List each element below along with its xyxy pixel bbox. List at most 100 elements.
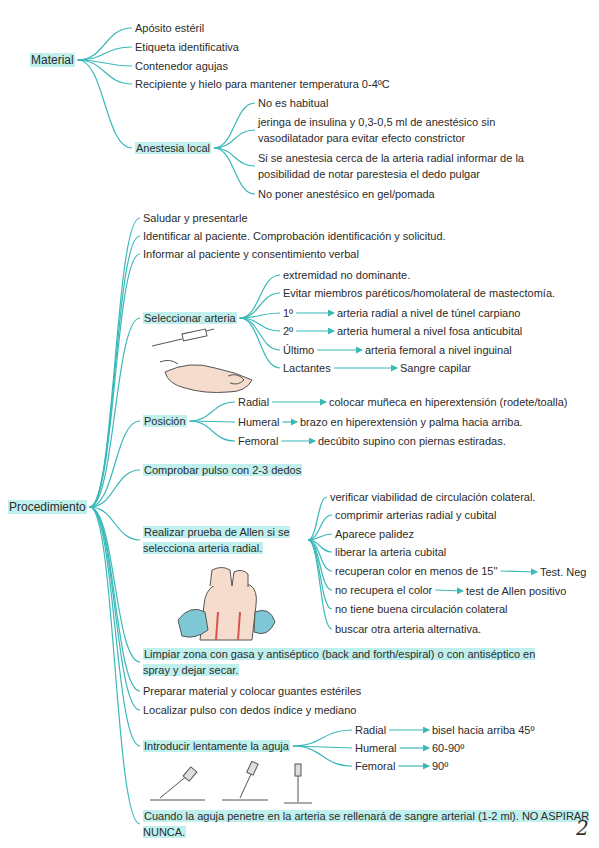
mind-map-item: Comprobar pulso con 2-3 dedos	[143, 462, 302, 478]
mind-map-item: Realizar prueba de Allen si se seleccion…	[143, 524, 305, 556]
item-text: buscar otra arteria alternativa.	[335, 623, 481, 635]
mind-map-item: Evitar miembros paréticos/homolateral de…	[283, 285, 555, 301]
item-text: arteria humeral a nivel fosa anticubital	[337, 325, 522, 337]
item-text: Femoral	[238, 435, 278, 447]
mind-map-item: Apósito estéril	[135, 20, 204, 36]
mind-map-item: Humeral	[355, 740, 397, 756]
item-text: Introducir lentamente la aguja	[143, 740, 290, 752]
item-text: Radial	[355, 724, 386, 736]
mind-map-item: Radial	[355, 722, 386, 738]
syringe-hand-figure	[152, 329, 252, 393]
branch-line	[90, 236, 140, 507]
branch-line	[308, 534, 332, 540]
mind-map-item: Saludar y presentarle	[143, 210, 248, 226]
mind-map-item: Limpiar zona con gasa y antiséptico (bac…	[143, 646, 543, 678]
mind-map-item: Recipiente y hielo para mantener tempera…	[135, 76, 390, 92]
mind-map-item: liberar la arteria cubital	[335, 544, 446, 560]
branch-line	[240, 318, 280, 368]
mind-map-item: colocar muñeca en hiperextensión (rodete…	[329, 394, 567, 410]
item-text: Preparar material y colocar guantes esté…	[143, 685, 361, 697]
item-text: Identificar al paciente. Comprobación id…	[143, 230, 446, 242]
branch-line	[90, 507, 140, 662]
mind-map-item: Introducir lentamente la aguja	[143, 738, 290, 754]
mind-map-item: test de Allen positivo	[466, 583, 566, 599]
mind-map-item: Lactantes	[283, 360, 331, 376]
item-text: liberar la arteria cubital	[335, 546, 446, 558]
mind-map-item: Test. Neg	[540, 564, 586, 580]
arrow-connector	[400, 747, 429, 748]
mind-map-item: extremidad no dominante.	[283, 267, 410, 283]
arrow-connector	[296, 330, 334, 331]
mind-map-item: 2º	[283, 323, 293, 339]
item-text: extremidad no dominante.	[283, 269, 410, 281]
item-text: Aparece palidez	[335, 528, 414, 540]
branch-line	[308, 540, 332, 629]
item-text: Informar al paciente y consentimiento ve…	[143, 248, 359, 260]
item-text: No poner anestésico en gel/pomada	[258, 188, 435, 200]
branch-line	[214, 148, 255, 166]
item-text: jeringa de insulina y 0,3-0,5 ml de anes…	[258, 116, 495, 144]
branch-line	[90, 318, 140, 507]
arrow-connector	[435, 590, 463, 591]
item-text: no recupera el color	[335, 584, 432, 596]
mind-map-item: Preparar material y colocar guantes esté…	[143, 683, 361, 699]
arrow-connector	[334, 367, 397, 368]
mind-map-item: Etiqueta identificativa	[135, 39, 239, 55]
arrow-connector	[296, 312, 334, 313]
branch-line	[90, 507, 140, 710]
item-text: Femoral	[355, 760, 395, 772]
item-text: Apósito estéril	[135, 22, 204, 34]
branch-line	[214, 103, 255, 148]
mind-map-item: Seleccionar arteria	[143, 310, 237, 326]
branch-line	[190, 402, 235, 421]
item-text: Si se anestesia cerca de la arteria radi…	[258, 152, 524, 180]
mind-map-item: Si se anestesia cerca de la arteria radi…	[258, 150, 563, 182]
item-text: Sangre capilar	[400, 362, 471, 374]
item-text: 60-90º	[432, 742, 464, 754]
mind-map-item: decúbito supino con piernas estiradas.	[318, 433, 506, 449]
item-text: arteria femoral a nivel inguinal	[365, 344, 512, 356]
item-text: test de Allen positivo	[466, 585, 566, 597]
arrow-connector	[283, 421, 297, 422]
branch-line	[214, 130, 255, 148]
branch-line	[240, 313, 280, 318]
branch-line	[90, 254, 140, 507]
item-text: Último	[283, 344, 314, 356]
item-text: bisel hacia arriba 45º	[432, 724, 534, 736]
mind-map-item: Informar al paciente y consentimiento ve…	[143, 246, 359, 262]
mind-map-item: Material	[30, 52, 75, 68]
branch-line	[308, 515, 332, 540]
mind-map-item: arteria femoral a nivel inguinal	[365, 342, 512, 358]
mind-map-item: Identificar al paciente. Comprobación id…	[143, 228, 446, 244]
item-text: decúbito supino con piernas estiradas.	[318, 435, 506, 447]
mind-map-item: Localizar pulso con dedos índice y media…	[143, 702, 356, 718]
item-text: No es habitual	[258, 97, 328, 109]
branch-line	[293, 730, 352, 746]
item-text: Localizar pulso con dedos índice y media…	[143, 704, 356, 716]
branch-line	[190, 421, 235, 441]
mind-map-item: no tiene buena circulación colateral	[335, 601, 507, 617]
mind-map-item: 60-90º	[432, 740, 464, 756]
branch-line	[293, 746, 352, 766]
item-text: Material	[30, 53, 75, 67]
item-text: Humeral	[355, 742, 397, 754]
item-text: Recipiente y hielo para mantener tempera…	[135, 78, 390, 90]
item-text: Procedimiento	[8, 500, 87, 514]
mind-map-item: comprimir arterias radial y cubital	[335, 507, 496, 523]
mind-map-item: arteria radial a nivel de túnel carpiano	[337, 305, 520, 321]
arrow-connector	[398, 765, 429, 766]
branch-line	[90, 218, 140, 507]
mind-map-item: Contenedor agujas	[135, 58, 228, 74]
mind-map-item: No poner anestésico en gel/pomada	[258, 186, 435, 202]
item-text: Anestesia local	[135, 142, 211, 154]
branch-line	[78, 60, 132, 148]
item-text: Comprobar pulso con 2-3 dedos	[143, 464, 302, 476]
mind-map-item: 1º	[283, 305, 293, 321]
branch-line	[240, 293, 280, 318]
item-text: 90º	[432, 760, 448, 772]
item-text: Cuando la aguja penetre en la arteria se…	[143, 810, 589, 838]
mind-map-item: jeringa de insulina y 0,3-0,5 ml de anes…	[258, 114, 563, 146]
mind-map-item: Último	[283, 342, 314, 358]
item-text: comprimir arterias radial y cubital	[335, 509, 496, 521]
